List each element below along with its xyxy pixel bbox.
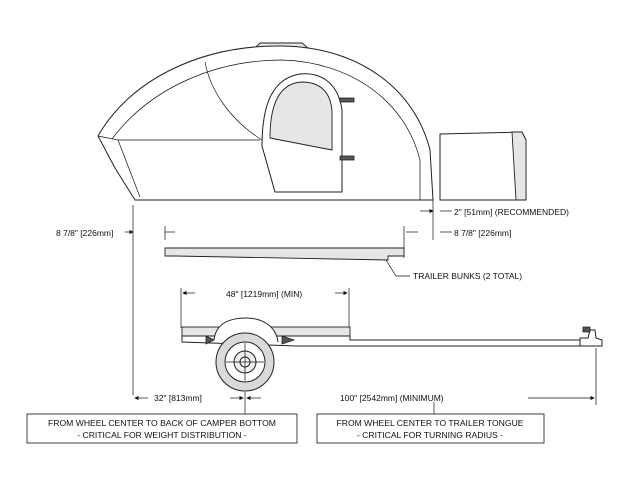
jack-handle [582,326,591,333]
wheel-to-back-label: 32" [813mm] [154,393,202,403]
note-left-line2: - CRITICAL FOR WEIGHT DISTRIBUTION - [77,430,247,440]
wheel [215,332,275,392]
note-box-left: FROM WHEEL CENTER TO BACK OF CAMPER BOTT… [26,413,298,444]
bunk-spacing-label: 48" [1219mm] (MIN) [226,289,302,299]
right-gap-label: 8 7/8" [226mm] [454,228,511,238]
bunk-board [164,247,405,261]
camper-shell [97,42,434,201]
galley-module [439,131,527,201]
bunk-spacing-dimension [180,288,350,328]
bottom-dimensions [134,348,597,414]
body-inner-contour [111,59,421,200]
left-gap-label: 8 7/8" [226mm] [56,228,113,238]
trailer-frame [181,317,603,347]
hinge-bottom [339,155,355,161]
left-gap-dimension [125,205,175,395]
note-left-line1: FROM WHEEL CENTER TO BACK OF CAMPER BOTT… [48,418,276,428]
top-gap-label: 2" [51mm] (RECOMMENDED) [454,207,569,217]
spring-mounts [205,335,296,345]
trailer-bunk [164,247,410,277]
note-right-line2: - CRITICAL FOR TURNING RADIUS - [357,430,503,440]
trailer-bunks-label: TRAILER BUNKS (2 TOTAL) [413,271,522,281]
fender [213,317,279,343]
galley-side [511,131,527,201]
right-gap-dimensions [403,200,452,258]
note-right-line1: FROM WHEEL CENTER TO TRAILER TONGUE [336,418,523,428]
hinge-top [339,97,355,103]
wheel-to-tongue-label: 100" [2542mm] (MINIMUM) [340,393,444,403]
coupler [579,329,603,347]
note-box-right: FROM WHEEL CENTER TO TRAILER TONGUE - CR… [316,413,545,444]
door-window [269,81,333,151]
